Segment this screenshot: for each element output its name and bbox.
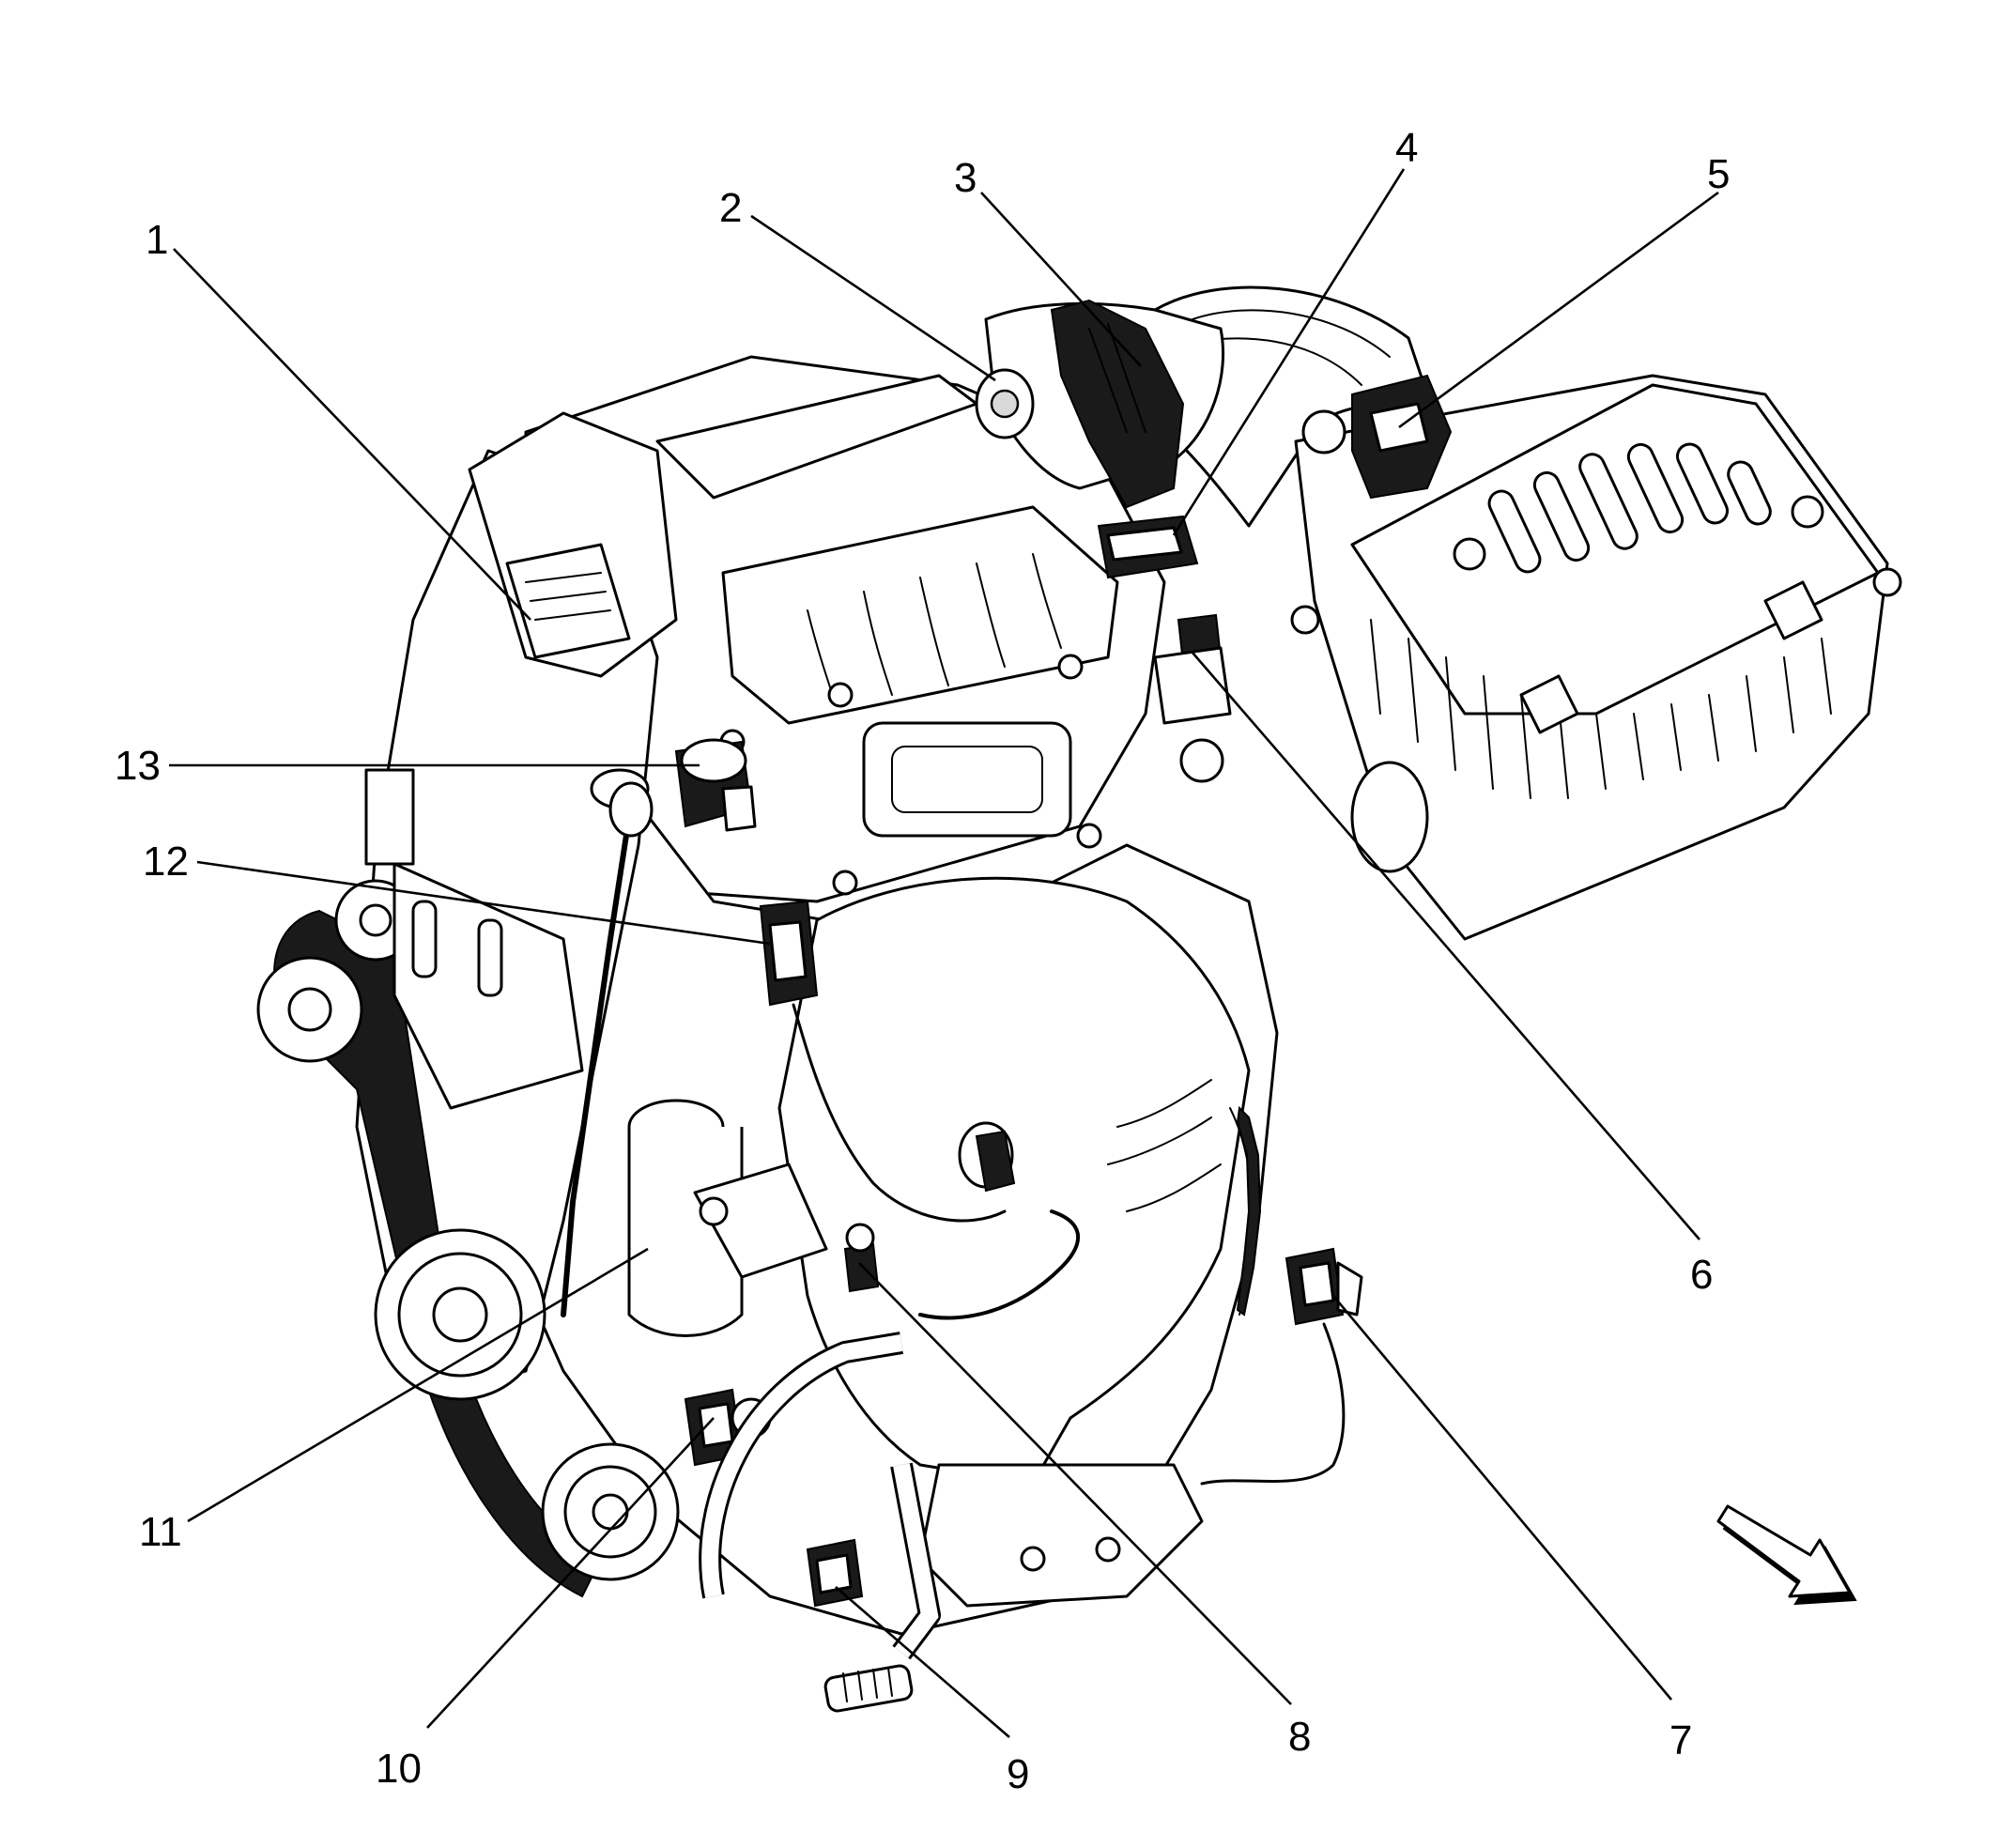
callout-1: 1 xyxy=(146,217,168,263)
callout-10: 10 xyxy=(376,1746,422,1792)
callout-labels: 1 2 3 4 5 6 7 8 9 10 11 12 13 xyxy=(115,125,1730,1797)
leader-line-5 xyxy=(1398,191,1719,429)
leader-line-7 xyxy=(1332,1295,1672,1701)
callout-9: 9 xyxy=(1007,1751,1029,1797)
callout-4: 4 xyxy=(1395,125,1418,171)
throttle-body xyxy=(975,299,1225,579)
air-cleaner-housing xyxy=(1290,374,1902,941)
callout-11: 11 xyxy=(139,1509,182,1555)
camshaft-position-sensor xyxy=(674,738,757,832)
callout-2: 2 xyxy=(719,185,742,231)
oil-dipstick-tube xyxy=(561,814,632,1317)
ac-refrigerant-line xyxy=(699,1332,941,1713)
leader-line-11 xyxy=(187,1247,649,1523)
callout-8: 8 xyxy=(1288,1714,1311,1760)
oil-pressure-sensor xyxy=(684,1388,772,1467)
ac-pressure-sensor xyxy=(806,1538,864,1608)
heated-oxygen-sensor-1 xyxy=(918,1121,1081,1320)
engine-coolant-temperature-sensor xyxy=(843,1223,880,1293)
engine-illustration xyxy=(256,285,1902,1713)
front-direction-arrow-icon xyxy=(1716,1504,1857,1606)
heated-oxygen-sensor-connector xyxy=(1200,1247,1363,1486)
knock-sensor-connector xyxy=(759,900,1007,1223)
leader-line-8 xyxy=(858,1262,1292,1705)
starter-motor xyxy=(627,1099,828,1337)
leader-line-10 xyxy=(426,1417,715,1729)
leader-line-6 xyxy=(1192,652,1700,1240)
callout-3: 3 xyxy=(954,155,977,201)
callout-7: 7 xyxy=(1669,1717,1692,1763)
callout-13: 13 xyxy=(115,743,161,789)
leader-line-9 xyxy=(835,1586,1010,1738)
callout-6: 6 xyxy=(1690,1252,1713,1298)
leader-line-12 xyxy=(196,860,771,946)
leader-line-2 xyxy=(750,214,996,382)
leader-line-4 xyxy=(1172,168,1406,536)
callout-12: 12 xyxy=(143,839,189,885)
accessory-drive xyxy=(256,449,680,1598)
leader-lines xyxy=(169,168,1719,1738)
callout-5: 5 xyxy=(1707,151,1730,197)
purge-solenoid-connector xyxy=(1153,613,1232,783)
leader-line-3 xyxy=(980,192,1142,367)
leader-line-1 xyxy=(173,248,531,621)
